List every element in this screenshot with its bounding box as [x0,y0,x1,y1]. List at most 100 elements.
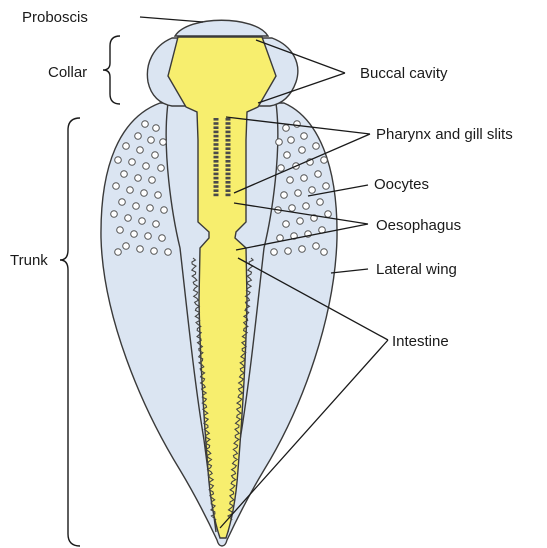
label-proboscis: Proboscis [22,9,88,26]
lateral-wing-leader [331,269,368,273]
label-intestine: Intestine [392,333,449,350]
oocyte [153,221,160,228]
oocyte [145,233,152,240]
gill-slit [214,185,219,188]
gill-slit [226,147,231,150]
gill-slit [214,181,219,184]
gill-slit [214,194,219,197]
oocyte [299,147,306,154]
oocyte [281,192,288,199]
oocyte [287,177,294,184]
oocyte [158,165,165,172]
oocyte [294,121,301,128]
proboscis-shape [175,20,268,36]
gill-slit [214,139,219,142]
oocyte [321,157,328,164]
oocyte [278,165,285,172]
label-lateral-wing: Lateral wing [376,261,457,278]
oocyte [149,177,156,184]
oocyte [115,249,122,256]
oocyte [161,207,168,214]
gill-slit [214,156,219,159]
oocyte [139,218,146,225]
gill-slit [226,160,231,163]
gill-slit [214,173,219,176]
oocyte [299,246,306,253]
gill-slit [214,147,219,150]
oocyte [288,137,295,144]
oocyte [151,248,158,255]
gill-slit [226,185,231,188]
oocyte [123,243,130,250]
gill-slit [226,168,231,171]
gill-slit [214,131,219,134]
gill-slit [214,160,219,163]
oocyte [276,139,283,146]
oocyte [155,192,162,199]
oocyte [152,152,159,159]
gill-slit [214,164,219,167]
label-collar: Collar [48,64,87,81]
label-oesophagus: Oesophagus [376,217,461,234]
oocyte [111,211,118,218]
oocyte [119,199,126,206]
oocyte [135,133,142,140]
oocyte [313,243,320,250]
gill-slit [214,152,219,155]
oocyte [317,199,324,206]
oocyte [133,203,140,210]
gill-slit [226,164,231,167]
gill-slit [226,173,231,176]
collar-brace [103,36,120,104]
oocyte [115,157,122,164]
label-pharynx: Pharynx and gill slits [376,126,513,143]
oocyte [301,175,308,182]
proboscis-leader [140,17,203,22]
gill-slit [214,143,219,146]
oocyte [137,246,144,253]
oocyte [125,215,132,222]
gill-slit [226,118,231,121]
oocyte [117,227,124,234]
gill-slit [226,126,231,129]
oocyte [113,183,120,190]
oocyte [315,171,322,178]
oocyte [313,143,320,150]
label-trunk: Trunk [10,252,48,269]
gill-slit [226,156,231,159]
gill-slit [226,177,231,180]
oocyte [121,171,128,178]
oocyte [309,187,316,194]
oocyte [153,125,160,132]
oocyte [323,183,330,190]
oocyte [301,133,308,140]
oocyte [135,175,142,182]
oocyte [285,248,292,255]
gill-slit [214,177,219,180]
gill-slit [214,122,219,125]
oocyte [142,121,149,128]
oocyte [295,190,302,197]
gill-slit [214,126,219,129]
gill-slit [226,131,231,134]
oocyte [289,205,296,212]
label-buccal-cavity: Buccal cavity [360,65,448,82]
oocyte [160,139,167,146]
label-oocytes: Oocytes [374,176,429,193]
oocyte [325,211,332,218]
trunk-brace [60,118,80,546]
oocyte [297,218,304,225]
gill-slit [226,143,231,146]
oocyte [271,249,278,256]
gill-slit [226,135,231,138]
gill-slit [226,181,231,184]
oocyte [159,235,166,242]
gill-slit [214,135,219,138]
gill-slit [214,189,219,192]
oocyte [283,125,290,132]
oocyte [148,137,155,144]
oocyte [284,152,291,159]
gill-slit [226,122,231,125]
oocyte [147,205,154,212]
